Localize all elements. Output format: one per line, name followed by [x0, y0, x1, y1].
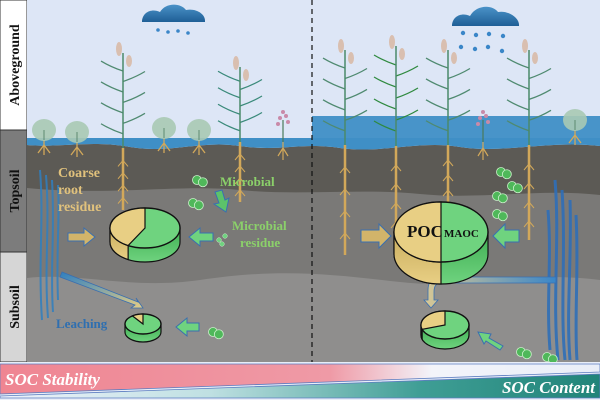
- surface-water: [27, 138, 600, 150]
- right-subsoil-pie-poc-slice: [420, 310, 446, 330]
- reed-plant-icon: [100, 42, 146, 210]
- left-subsoil-pie-poc-slice: [131, 313, 144, 326]
- microbial-residue-label-line2: residue: [240, 235, 280, 250]
- plants: [32, 35, 587, 255]
- shrub-icon: [65, 121, 89, 157]
- root-input-arrow-left-icon: [67, 226, 96, 248]
- soc-pies: [109, 201, 489, 350]
- coarse-root-residue-label-line1: Coarse: [58, 166, 100, 181]
- shrub-icon: [563, 109, 587, 145]
- leaching-arrow-icon: [59, 271, 144, 309]
- microbial-label: Microbial: [220, 174, 275, 189]
- soc-stability-label: SOC Stability: [5, 370, 100, 389]
- microbial-residue-dot-icon: [216, 237, 222, 243]
- root-input-arrow-right-icon: [360, 222, 392, 250]
- flooded-water-right: [312, 116, 600, 140]
- microbe-cluster-icon: [208, 327, 224, 340]
- microbe-cluster-icon: [496, 167, 512, 180]
- shrub-icon: [152, 117, 176, 153]
- right-topsoil-pie-poc-slice: [393, 201, 442, 263]
- microbial-residue-arrow-subsoil-right-icon: [477, 331, 504, 351]
- reed-plant-icon: [217, 56, 263, 202]
- reed-plant-icon: [506, 39, 552, 240]
- microbial-residue-dot-icon: [222, 233, 228, 239]
- layer-label-topsoil: Topsoil: [8, 169, 23, 212]
- right-subsoil-pie: [420, 310, 470, 350]
- flowering-plant-icon: [476, 110, 490, 160]
- microbe-cluster-icon: [492, 209, 508, 222]
- microbial-input-arrow-right-icon: [492, 222, 520, 250]
- right-topsoil-pie: [393, 201, 489, 285]
- microbe-cluster-icon: [507, 181, 523, 194]
- rain-cloud-right-icon: [452, 6, 520, 54]
- flowering-plant-icon: [276, 110, 290, 160]
- layer-label-subsoil: Subsoil: [8, 285, 23, 329]
- rain-cloud-left-icon: [142, 4, 206, 35]
- left-subsoil-pie: [124, 313, 162, 343]
- leaching-label: Leaching: [56, 316, 108, 331]
- coarse-root-residue-label-line3: residue: [58, 200, 101, 215]
- scene-background: [27, 0, 600, 362]
- layer-label-aboveground: Aboveground: [8, 24, 23, 106]
- microbe-cluster-icon: [492, 191, 508, 204]
- maoc-label: MAOC: [444, 228, 479, 240]
- coarse-root-residue-label-line2: root: [58, 183, 83, 198]
- microbe-cluster-icon: [542, 352, 558, 365]
- left-topsoil-pie-poc-slice: [109, 207, 146, 247]
- poc-label: POC: [407, 222, 443, 241]
- water-infiltration-right-icon: [546, 179, 579, 361]
- water-infiltration-left-icon: [39, 169, 60, 321]
- microbial-residue-label-line1: Microbial: [232, 218, 287, 233]
- reed-plant-icon: [322, 39, 368, 255]
- microbe-cluster-icon: [192, 175, 208, 188]
- microbial-residue-arrow-subsoil-icon: [175, 316, 200, 338]
- soc-content-label: SOC Content: [502, 378, 596, 397]
- microbe-cluster-icon: [188, 198, 204, 211]
- microbial-to-residue-arrow-icon: [212, 189, 230, 213]
- topsoil-dark-band: [27, 144, 600, 196]
- layer-label-column: Aboveground Topsoil Subsoil: [0, 0, 28, 363]
- shrub-icon: [187, 119, 211, 155]
- microbial-residue-dot-icon: [219, 241, 225, 247]
- left-topsoil-pie: [109, 207, 181, 263]
- soc-gradient-bar: SOC Stability SOC Content: [0, 362, 600, 400]
- shrub-icon: [32, 119, 56, 155]
- soc-stability-wedge: [0, 363, 600, 395]
- microbe-cluster-icon: [516, 347, 532, 360]
- soc-content-wedge: [0, 373, 600, 399]
- microbial-residue-arrow-left-icon: [188, 226, 214, 248]
- microbe-clusters: [188, 167, 558, 365]
